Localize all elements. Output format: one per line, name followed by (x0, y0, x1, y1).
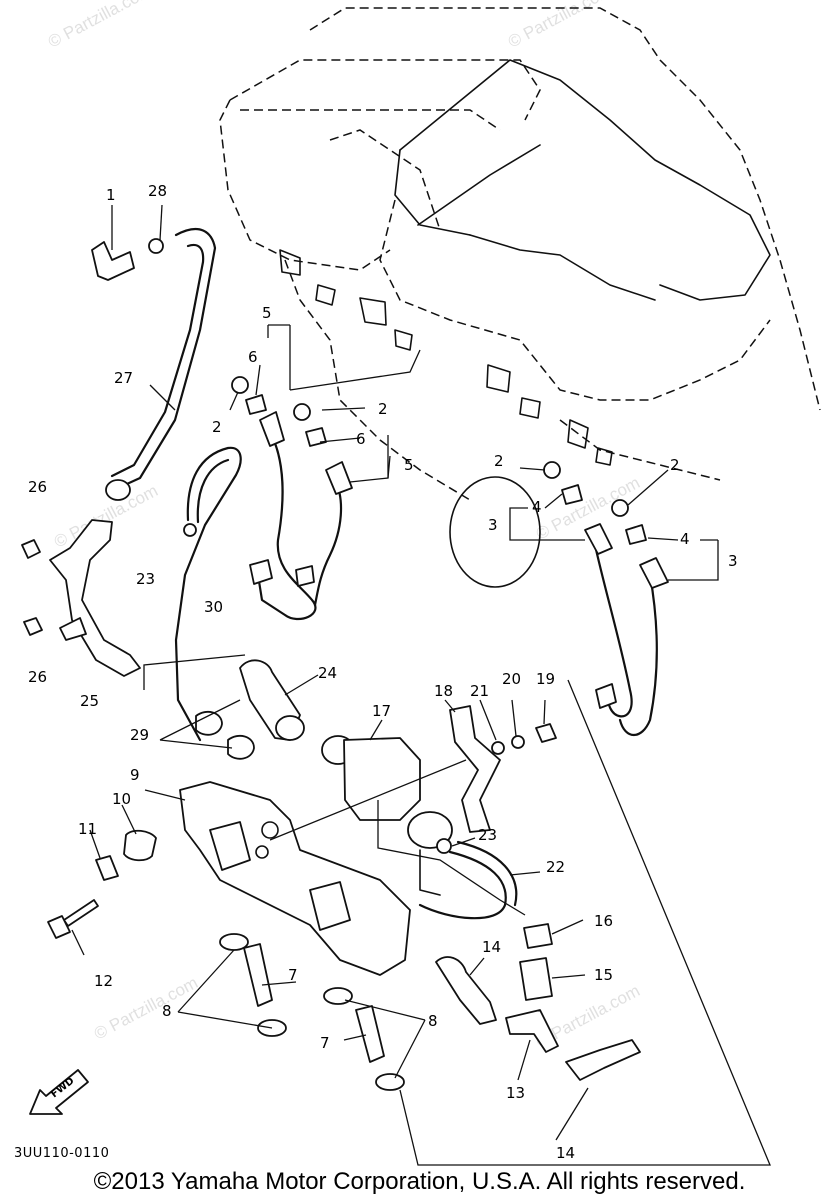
callout-7: 7 (320, 1034, 330, 1052)
callout-19: 19 (536, 670, 555, 688)
part-4-clamp (561, 484, 583, 505)
callout-10: 10 (112, 790, 131, 808)
part-6-clamp (245, 394, 267, 415)
callout-13: 13 (506, 1084, 525, 1102)
part-13-t-joint (505, 1009, 559, 1053)
part-26-bolt-lower (23, 617, 43, 636)
callout-20: 20 (502, 670, 521, 688)
part-3-hose-pair-right (584, 523, 669, 737)
part-5-hose-pair-left (249, 411, 353, 620)
callout-6: 6 (248, 348, 258, 366)
part-18-bracket (449, 705, 501, 833)
callout-2: 2 (212, 418, 222, 436)
part-24-hose (239, 659, 305, 741)
part-2-cap (231, 376, 249, 394)
callout-14: 14 (556, 1144, 575, 1162)
callout-2: 2 (378, 400, 388, 418)
part-8-clip (219, 933, 249, 951)
callout-4: 4 (532, 498, 542, 516)
callout-3: 3 (488, 516, 498, 534)
callout-2: 2 (670, 456, 680, 474)
part-6-clamp (305, 427, 327, 447)
watermark: © Partzilla.com (45, 0, 155, 52)
callout-21: 21 (470, 682, 489, 700)
part-2-cap (543, 461, 561, 479)
callout-27: 27 (114, 369, 133, 387)
part-16-cap (523, 923, 553, 949)
part-8-clip (323, 987, 353, 1005)
callout-28: 28 (148, 182, 167, 200)
callout-7: 7 (288, 966, 298, 984)
part-29-clamp (227, 734, 255, 760)
callout-23: 23 (136, 570, 155, 588)
callout-15: 15 (594, 966, 613, 984)
callout-30: 30 (204, 598, 223, 616)
callout-6: 6 (356, 430, 366, 448)
part-27-hose (105, 228, 217, 501)
part-23-clamp (183, 523, 197, 537)
callout-4: 4 (680, 530, 690, 548)
part-30-hose (174, 446, 242, 742)
part-7-hose-right (355, 1005, 385, 1063)
callout-numbers: 1 28 27 26 26 25 23 30 5 6 2 2 6 5 2 2 4… (28, 182, 738, 1162)
callout-18: 18 (434, 682, 453, 700)
callout-8: 8 (428, 1012, 438, 1030)
callout-23: 23 (478, 826, 497, 844)
callout-1: 1 (106, 186, 116, 204)
cover-plug-hole (449, 476, 541, 588)
leader-lines (71, 204, 771, 1166)
part-25-pipe-joint (49, 519, 141, 677)
part-26-bolt-upper (21, 539, 41, 559)
part-29-clamp (195, 710, 223, 736)
callout-26: 26 (28, 478, 47, 496)
drawing-code: 3UU110-0110 (14, 1146, 110, 1161)
callout-26: 26 (28, 668, 47, 686)
part-22-hose (418, 840, 518, 920)
part-7-hose-left (243, 943, 273, 1007)
part-8-clip (375, 1073, 405, 1091)
callout-24: 24 (318, 664, 337, 682)
part-23-clamp (436, 838, 452, 854)
callout-8: 8 (162, 1002, 172, 1020)
part-10-grommet (123, 829, 157, 862)
part-14-hose-lower (565, 1039, 641, 1081)
part-15-sleeve (519, 957, 553, 1001)
part-1-elbow-fitting (91, 241, 135, 281)
callout-9: 9 (130, 766, 140, 784)
part-28-clip (148, 238, 164, 254)
part-11-collar (95, 855, 119, 881)
callout-2: 2 (494, 452, 504, 470)
callout-17: 17 (372, 702, 391, 720)
callout-3: 3 (728, 552, 738, 570)
part-14-hose-upper (435, 956, 497, 1025)
callout-29: 29 (130, 726, 149, 744)
part-2-cap (611, 499, 629, 517)
callout-16: 16 (594, 912, 613, 930)
part-20-washer (511, 735, 525, 749)
callout-14: 14 (482, 938, 501, 956)
part-4-clamp (625, 524, 647, 545)
callout-22: 22 (546, 858, 565, 876)
part-2-cap (293, 403, 311, 421)
part-19-bolt (535, 723, 557, 743)
callout-11: 11 (78, 820, 97, 838)
part-9-reed-valve-plate (179, 781, 411, 976)
reed-valve-housings (279, 249, 613, 466)
part-21-washer (491, 741, 505, 755)
callout-5: 5 (262, 304, 272, 322)
copyright-notice: ©2013 Yamaha Motor Corporation, U.S.A. A… (93, 1168, 746, 1195)
callout-5: 5 (404, 456, 414, 474)
engine-head-cover-outline (219, 7, 821, 588)
callout-25: 25 (80, 692, 99, 710)
callout-12: 12 (94, 972, 113, 990)
fwd-arrow-icon: FWD (29, 1069, 89, 1115)
part-12-bolt (47, 899, 99, 939)
